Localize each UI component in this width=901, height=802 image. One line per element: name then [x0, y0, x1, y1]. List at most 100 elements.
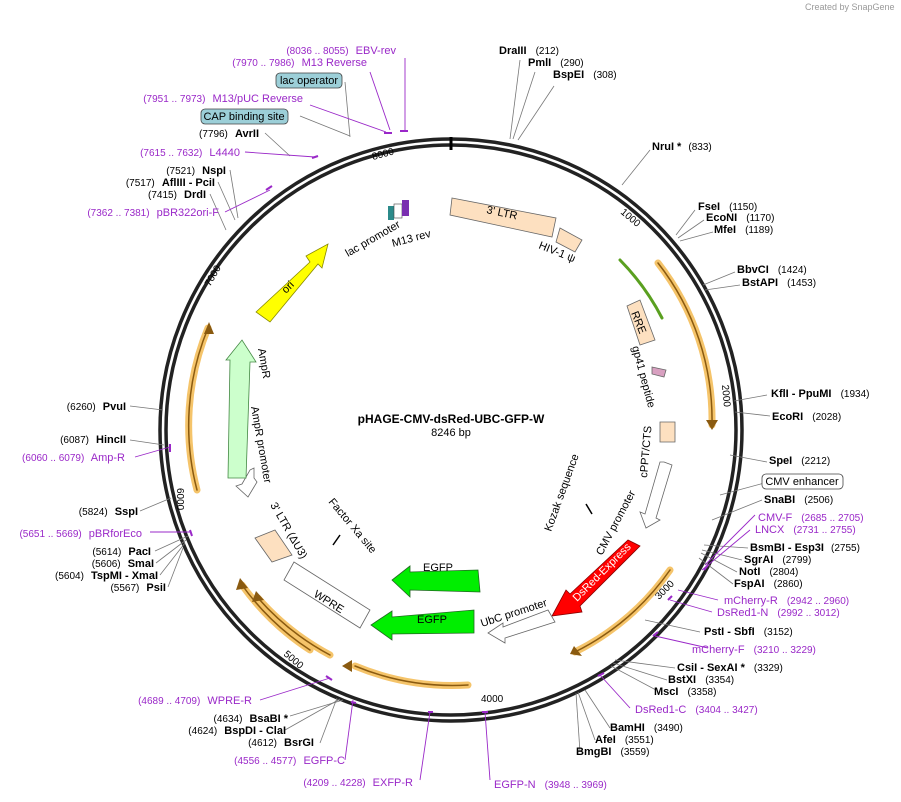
ampr-promoter-arrow	[235, 467, 258, 498]
site-label: FspAI (2860)	[734, 578, 803, 590]
primer-marks	[169, 130, 709, 713]
site-label: SpeI (2212)	[769, 455, 830, 467]
primer-label: mCherry-F (3210 .. 3229)	[692, 644, 816, 656]
site-label: (5567) PsiI	[110, 582, 166, 594]
site-label: CsiI - SexAI * (3329)	[677, 662, 783, 674]
primer-label: (5651 .. 5669) pBRforEco	[19, 528, 142, 540]
primer-label: (7615 .. 7632) L4440	[140, 147, 240, 159]
ltr-au3-shape	[254, 529, 293, 563]
ori-arrow	[255, 243, 329, 323]
snapgene-credit: Created by SnapGene	[805, 2, 895, 12]
tick-label: 1000	[618, 207, 642, 230]
tick-label: 7000	[203, 263, 224, 288]
lac-operator-box	[275, 72, 343, 89]
site-label: (5824) SspI	[79, 506, 138, 518]
site-label: MfeI (1189)	[714, 224, 773, 236]
cppt-label: cPPT/CTS	[638, 425, 654, 478]
ampr-arrow	[225, 339, 257, 479]
site-label: (5614) PacI	[92, 546, 151, 558]
primer-label: (7362 .. 7381) pBR322ori-F	[87, 207, 219, 219]
lac-operator-label: lac operator	[280, 75, 338, 87]
boxed-feature-labels: lac operator CAP binding site CMV enhanc…	[200, 72, 844, 490]
site-label: NruI * (833)	[652, 141, 712, 153]
site-label: (7415) DrdI	[148, 189, 206, 201]
primer-label: DsRed1-C (3404 .. 3427)	[635, 704, 758, 716]
primer-label: EGFP-N (3948 .. 3969)	[494, 779, 607, 791]
site-label: BsmBI - Esp3I (2755)	[750, 542, 860, 554]
factor-xa-label: Factor Xa site	[326, 496, 379, 556]
egfp2-arrow	[370, 609, 475, 641]
site-label: BstAPI (1453)	[742, 277, 816, 289]
site-label: NotI (2804)	[739, 566, 798, 578]
primer-label: (4556 .. 4577) EGFP-C	[234, 755, 345, 767]
primer-label: DsRed1-N (2992 .. 3012)	[717, 607, 840, 619]
site-label: (6087) HincII	[60, 434, 126, 446]
kozak-label: Kozak sequence	[543, 452, 582, 533]
ltr3-shape	[449, 197, 557, 238]
gp41-shape	[651, 366, 667, 378]
site-label: (7796) AvrII	[199, 128, 259, 140]
rre-shape	[626, 299, 656, 346]
site-label: PmlI (290)	[528, 57, 584, 69]
primer-label: (7970 .. 7986) M13 Reverse	[232, 57, 367, 69]
site-label: KflI - PpuMI (1934)	[771, 388, 869, 400]
site-label: MscI (3358)	[654, 686, 716, 698]
primer-label: (7951 .. 7973) M13/pUC Reverse	[143, 93, 303, 105]
primer-label: (8036 .. 8055) EBV-rev	[286, 45, 396, 57]
plasmid-title: pHAGE-CMV-dsRed-UBC-GFP-W	[358, 412, 545, 426]
site-label: SgrAI (2799)	[744, 554, 811, 566]
site-label: BbvCI (1424)	[737, 264, 807, 276]
lac-promoter-mark	[393, 203, 403, 219]
ubc-arrow	[487, 609, 556, 644]
site-label: (7517) AflIII - PciI	[126, 177, 215, 189]
tick-label: 2000	[719, 384, 732, 408]
orf-arcs	[185, 258, 716, 689]
site-label: EcoRI (2028)	[772, 411, 841, 423]
cap-binding-site-label: CAP binding site	[203, 111, 284, 123]
feature-shapes	[225, 197, 676, 644]
primer-leaders	[134, 58, 756, 781]
egfp2-label: EGFP	[417, 614, 447, 626]
primer-labels: (8036 .. 8055) EBV-rev (7970 .. 7986) M1…	[19, 45, 863, 791]
wpre-shape	[283, 561, 371, 629]
site-label: (5604) TspMI - XmaI	[55, 570, 158, 582]
site-label: (4612) BsrGI	[248, 737, 314, 749]
primer-label: (6060 .. 6079) Amp-R	[22, 452, 125, 464]
m13rev-mark	[402, 200, 409, 216]
cmv-enhancer-box	[761, 473, 844, 490]
site-label: BamHI (3490)	[610, 722, 683, 734]
site-label: (4624) BspDI - ClaI	[188, 725, 286, 737]
cmv-enhancer-label: CMV enhancer	[765, 476, 839, 488]
cppt-shape	[659, 421, 676, 443]
cmv-promoter-arrow	[639, 461, 673, 529]
site-leaders	[129, 59, 771, 753]
site-label: (7521) NspI	[166, 165, 226, 177]
site-label: AfeI (3551)	[595, 734, 654, 746]
site-label: PstI - SbfI (3152)	[704, 626, 793, 638]
site-label: BmgBI (3559)	[576, 746, 649, 758]
orf-arrowheads	[204, 322, 718, 672]
cap-binding-site-box	[200, 108, 289, 125]
site-label: (6260) PvuI	[67, 401, 126, 413]
site-label: (4634) BsaBI *	[214, 713, 289, 725]
primer-label: (4209 .. 4228) EXFP-R	[303, 777, 413, 789]
gp41-label: gp41 peptide	[629, 345, 657, 410]
dsred-arrow	[551, 539, 641, 617]
primer-label: mCherry-R (2942 .. 2960)	[724, 595, 849, 607]
site-label: (5606) SmaI	[92, 558, 154, 570]
factor-xa-mark	[332, 534, 341, 546]
primer-label: CMV-F (2685 .. 2705)	[758, 512, 864, 524]
site-label: EcoNI (1170)	[706, 212, 774, 224]
kozak-mark	[585, 503, 593, 515]
site-label: FseI (1150)	[698, 201, 757, 213]
site-label: BstXI (3354)	[668, 674, 734, 686]
lac-operator-mark	[388, 206, 394, 220]
ampr-label: AmpR	[255, 347, 272, 379]
primer-label: LNCX (2731 .. 2755)	[755, 524, 856, 536]
site-label: DraIII (212)	[499, 45, 559, 57]
tick-label: 6000	[174, 488, 185, 511]
egfp1-arrow	[391, 565, 481, 598]
tick-label: 4000	[481, 694, 504, 705]
plasmid-length: 8246 bp	[431, 427, 471, 439]
